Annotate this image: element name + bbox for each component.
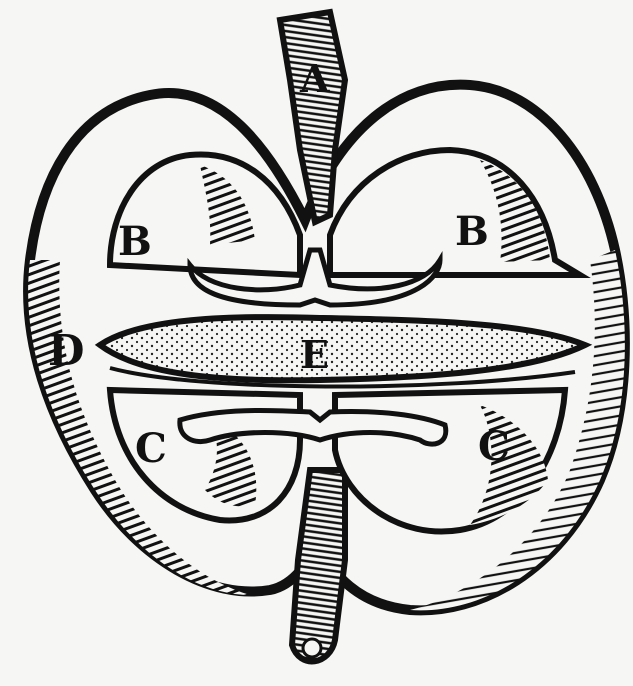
stem-end-ring <box>303 639 321 657</box>
label-c-left: C <box>135 425 167 472</box>
label-b-left: B <box>118 218 152 265</box>
label-d: D <box>48 326 84 375</box>
label-c-right: C <box>478 423 510 470</box>
label-a: A <box>299 56 330 101</box>
label-e: E <box>300 332 329 377</box>
label-b-right: B <box>455 208 489 255</box>
